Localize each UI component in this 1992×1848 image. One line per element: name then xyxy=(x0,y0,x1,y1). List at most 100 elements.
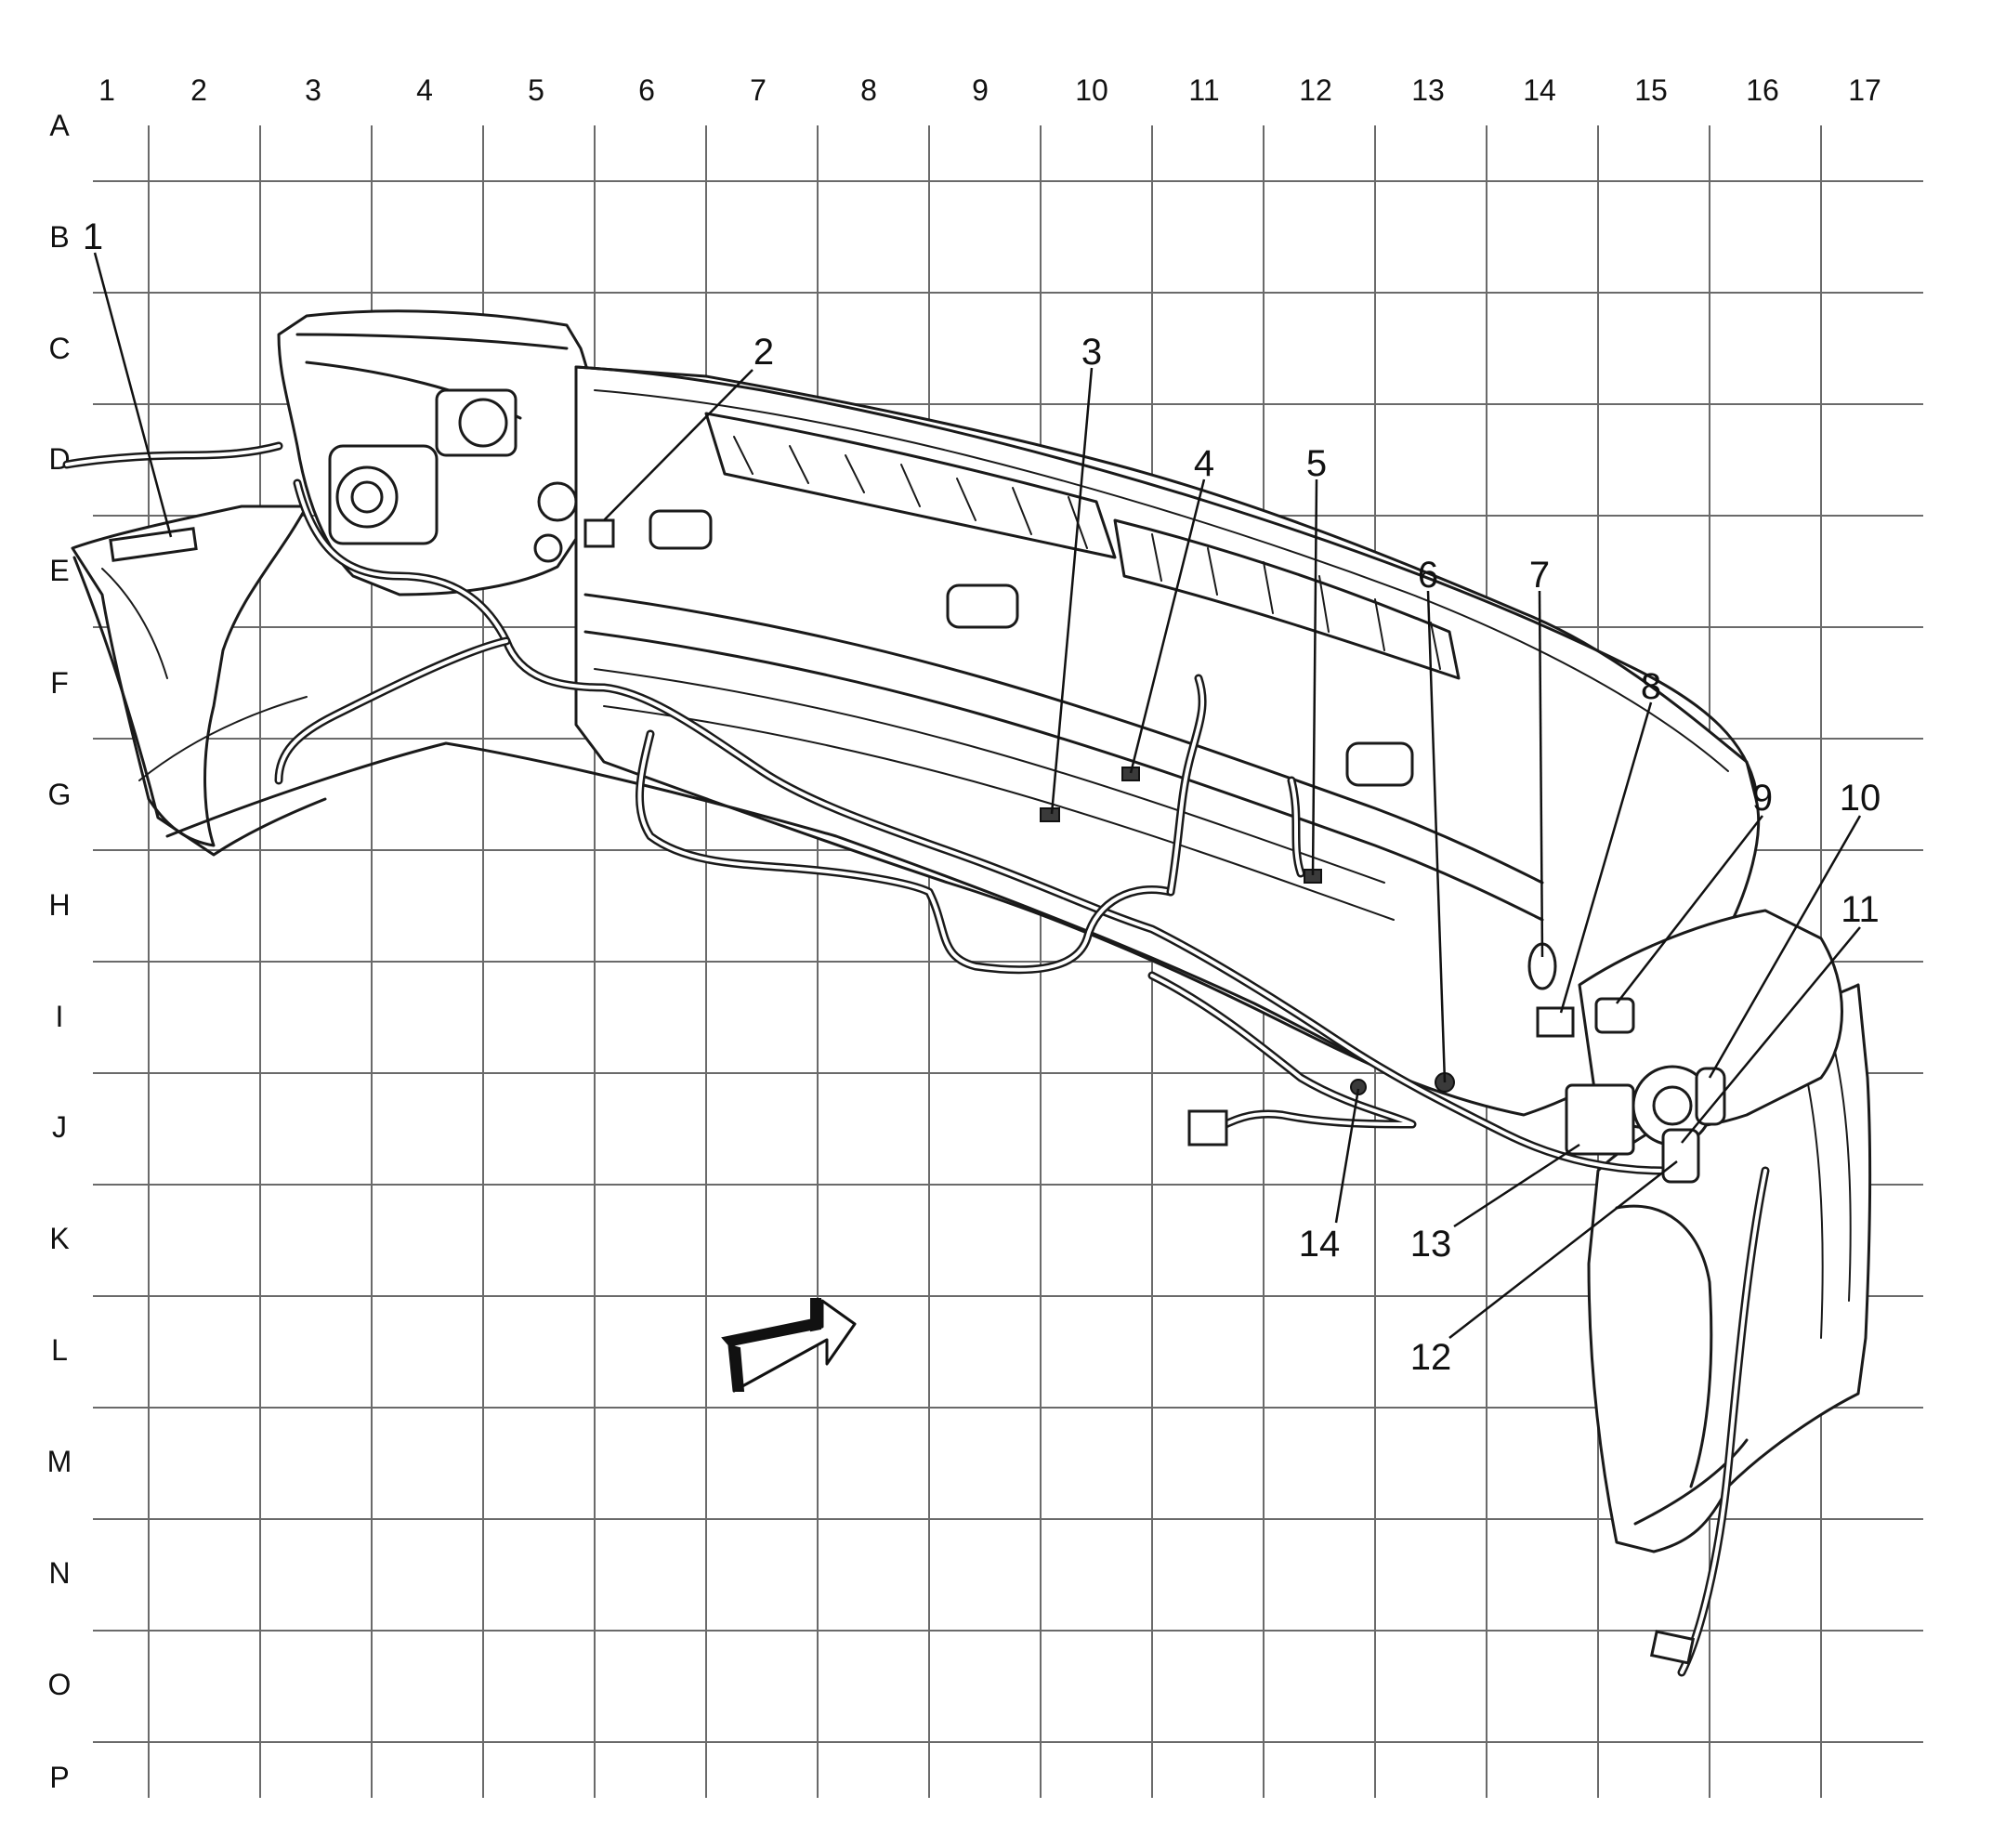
leader-1 xyxy=(93,252,173,538)
connector-10 xyxy=(1695,1067,1726,1126)
headlamp-reflector-cap xyxy=(458,398,508,448)
callout-9: 9 xyxy=(1752,778,1773,819)
right-lamp-socket-center xyxy=(1652,1085,1693,1126)
column-label: 6 xyxy=(638,73,655,107)
lower-grille-band-2 xyxy=(583,630,1544,922)
lower-grille-band-4 xyxy=(603,705,1395,921)
connector-2 xyxy=(583,518,615,548)
upper-grille-ribs-right xyxy=(1151,533,1441,670)
leader-4 xyxy=(1129,478,1206,774)
front-direction-arrow-icon xyxy=(721,1298,857,1393)
callout-11: 11 xyxy=(1841,889,1880,930)
column-label: 10 xyxy=(1075,73,1108,107)
leader-13 xyxy=(1453,1143,1580,1228)
row-label: F xyxy=(50,666,69,700)
leader-10 xyxy=(1708,815,1862,1079)
column-label: 13 xyxy=(1411,73,1445,107)
row-label: D xyxy=(48,442,70,476)
connector-13 xyxy=(1565,1083,1635,1156)
leader-6 xyxy=(1426,590,1447,1083)
row-labels: A B C D E F G H I J K L M N O P xyxy=(47,109,72,1794)
column-label: 11 xyxy=(1188,73,1219,107)
row-label: E xyxy=(49,554,69,587)
left-fascia-end xyxy=(71,505,308,847)
callout-6: 6 xyxy=(1418,555,1438,596)
column-label: 12 xyxy=(1299,73,1332,107)
upper-grille-outline xyxy=(704,412,1117,559)
leader-11 xyxy=(1681,926,1861,1144)
row-label: C xyxy=(48,332,70,365)
bumper-fascia-artwork xyxy=(71,309,1872,1553)
row-label: J xyxy=(52,1110,67,1144)
column-label: 7 xyxy=(750,73,767,107)
row-label: K xyxy=(49,1222,69,1255)
left-fog-opening xyxy=(649,509,713,550)
row-label: L xyxy=(51,1333,68,1367)
headlamp-bulb-cap xyxy=(335,465,399,529)
right-wheel-well xyxy=(1615,1204,1749,1526)
left-fascia-edge xyxy=(72,556,327,857)
column-label: 14 xyxy=(1523,73,1556,107)
lower-grille-band xyxy=(583,593,1544,885)
column-label: 15 xyxy=(1634,73,1668,107)
callout-8: 8 xyxy=(1641,666,1661,707)
row-label: A xyxy=(49,109,70,142)
leader-8 xyxy=(1559,701,1653,1014)
connectors xyxy=(109,518,1726,1665)
row-label: M xyxy=(47,1445,72,1478)
headlamp-adjuster xyxy=(537,481,578,522)
upper-grille-ribs xyxy=(733,436,1088,549)
callout-7: 7 xyxy=(1529,555,1550,596)
leader-5 xyxy=(1311,478,1318,876)
headlamp-mount-bolt xyxy=(533,533,563,563)
leader-12 xyxy=(1448,1160,1678,1339)
left-fascia-inner-line xyxy=(101,568,308,781)
row-label: P xyxy=(49,1761,69,1794)
leader-7 xyxy=(1538,590,1544,958)
connector-11 xyxy=(1661,1128,1700,1184)
callout-1: 1 xyxy=(83,216,103,257)
row-label: N xyxy=(48,1556,70,1590)
connector-14-plug xyxy=(1187,1109,1228,1147)
callout-13: 13 xyxy=(1410,1224,1452,1265)
connector-4 xyxy=(1121,767,1140,781)
column-label: 2 xyxy=(190,73,207,107)
leader-3 xyxy=(1050,367,1094,815)
column-label: 3 xyxy=(305,73,321,107)
row-label: I xyxy=(56,1000,64,1033)
callout-2: 2 xyxy=(754,332,774,373)
leader-9 xyxy=(1616,815,1763,1004)
wheel-speed-connector xyxy=(1649,1630,1696,1665)
column-label: 16 xyxy=(1746,73,1779,107)
leader-2 xyxy=(603,369,754,521)
fascia-top-edge xyxy=(574,365,1758,792)
connector-3 xyxy=(1040,807,1060,822)
column-label: 1 xyxy=(98,73,115,107)
callout-5: 5 xyxy=(1306,443,1327,484)
row-label: B xyxy=(49,220,69,254)
fascia-top-edge-inner xyxy=(594,389,1729,772)
wiring-harness xyxy=(62,441,1770,1677)
column-label: 4 xyxy=(416,73,433,107)
callout-leaders xyxy=(93,252,1862,1339)
callout-10: 10 xyxy=(1840,778,1881,819)
row-label: H xyxy=(48,888,70,922)
column-label: 8 xyxy=(860,73,877,107)
callout-14: 14 xyxy=(1299,1224,1341,1265)
column-label: 9 xyxy=(972,73,989,107)
center-fog-opening xyxy=(946,583,1019,629)
lower-grille-band-3 xyxy=(594,668,1385,884)
connector-1 xyxy=(109,527,198,562)
right-fog-opening xyxy=(1345,741,1414,787)
row-label: G xyxy=(48,778,72,811)
column-labels: 1 2 3 4 5 6 7 8 9 10 11 12 13 14 15 16 1… xyxy=(98,73,1881,107)
row-label: O xyxy=(48,1668,72,1701)
headlamp-bulb-center xyxy=(350,480,384,514)
callout-4: 4 xyxy=(1194,443,1214,484)
column-label: 5 xyxy=(528,73,544,107)
harness-left-fog-branch xyxy=(274,636,511,785)
connector-9 xyxy=(1594,997,1635,1034)
connector-8 xyxy=(1536,1006,1575,1038)
